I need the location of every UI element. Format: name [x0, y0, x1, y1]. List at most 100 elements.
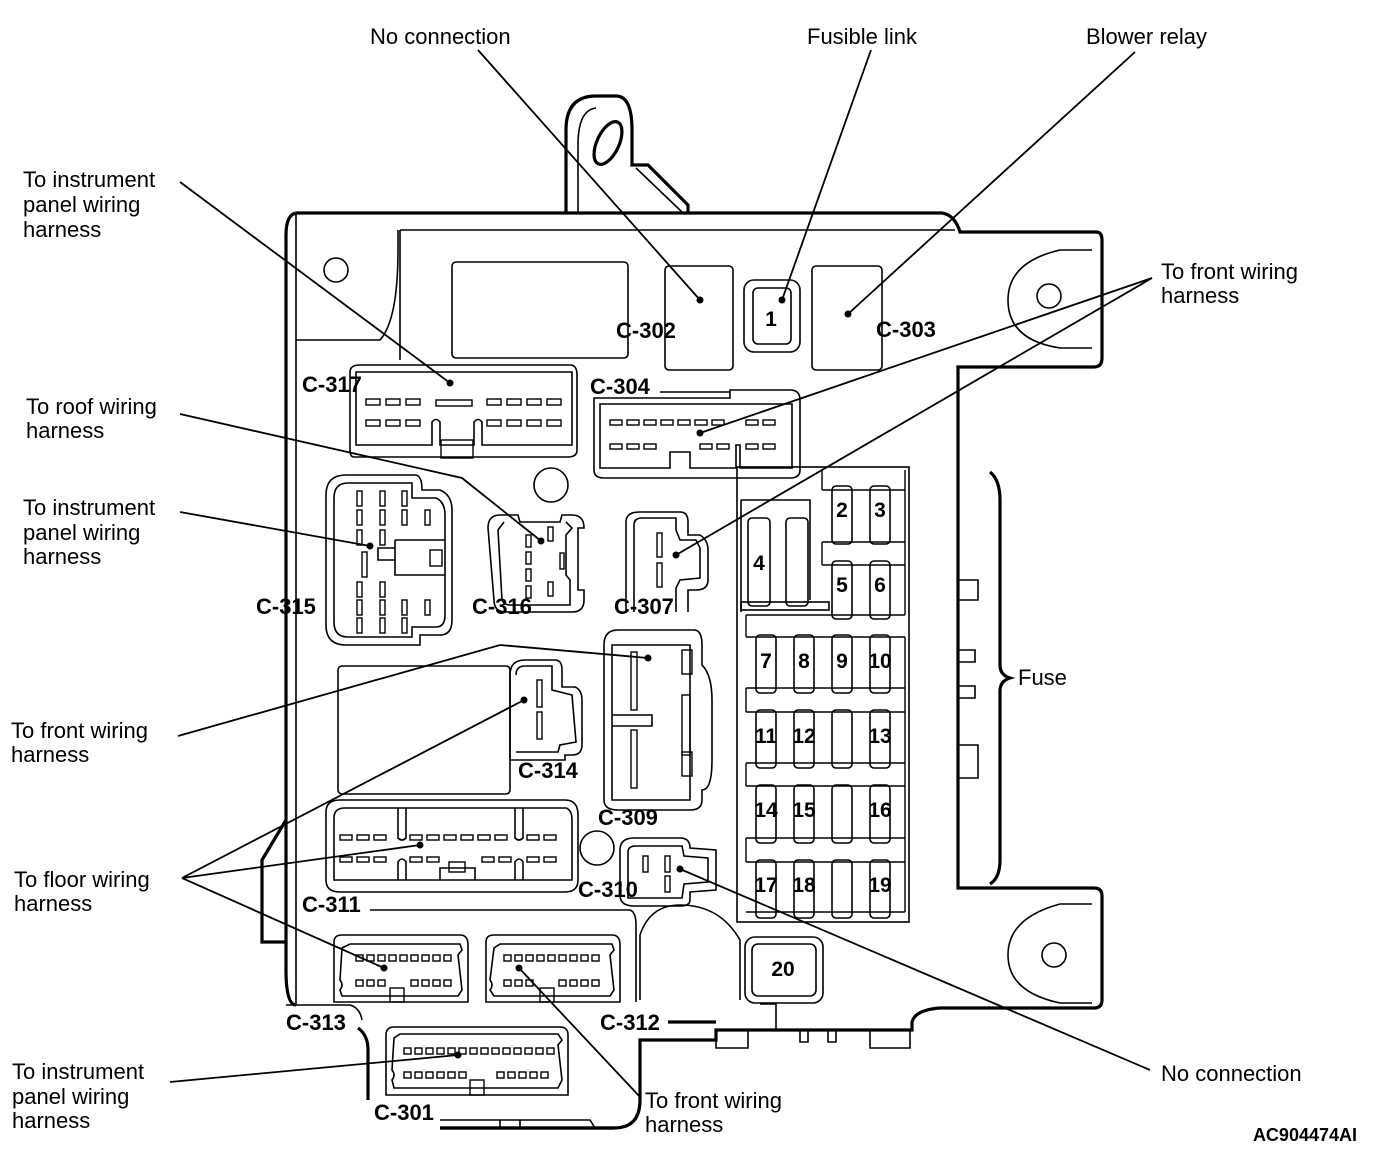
callout-line: To front wiring: [645, 1088, 782, 1113]
fuse-label-3: 3: [874, 499, 886, 522]
connector-label-c302: C-302: [616, 318, 676, 343]
fuse-20-body[interactable]: [751, 943, 817, 997]
fuse-spare-a[interactable]: [785, 517, 809, 607]
fuse-14-body[interactable]: [755, 784, 777, 844]
callout-blower-relay: Blower relay: [1086, 24, 1207, 49]
fuse-spare-d[interactable]: [831, 859, 853, 919]
fuse-label-13: 13: [868, 725, 891, 748]
callout-fuse: Fuse: [1018, 665, 1067, 690]
fuse-18-body[interactable]: [793, 859, 815, 919]
connector-c315[interactable]: [325, 474, 453, 646]
fuse-label-7: 7: [760, 650, 772, 673]
connector-c307[interactable]: [625, 511, 709, 612]
fuse-19-body[interactable]: [869, 859, 891, 919]
fuse-label-16: 16: [868, 799, 891, 822]
fuse-label-18: 18: [792, 874, 816, 897]
callout-roof-wiring: To roof wiring harness: [26, 394, 157, 443]
connector-label-c314: C-314: [518, 758, 579, 783]
fuse-label-2: 2: [836, 499, 848, 522]
c301-pins: [403, 1047, 555, 1079]
callout-line: To roof wiring: [26, 394, 157, 419]
fuse-block-frame: [736, 466, 910, 923]
connector-c316[interactable]: [487, 514, 585, 613]
fuse-15-body[interactable]: [793, 784, 815, 844]
fuse-label-4: 4: [753, 552, 765, 575]
fuse-label-9: 9: [836, 650, 848, 673]
fuse-block: [736, 466, 910, 1004]
fuse-8-body[interactable]: [793, 634, 815, 694]
callout-line: harness: [12, 1108, 90, 1133]
fuse-label-20: 20: [771, 958, 794, 981]
connector-c317[interactable]: [349, 364, 578, 459]
connector-label-c311: C-311: [302, 892, 361, 917]
callout-line: harness: [645, 1112, 723, 1137]
fuse-spare-b[interactable]: [831, 709, 853, 769]
fuse-label-1: 1: [765, 308, 777, 331]
fuse-spare-c[interactable]: [831, 784, 853, 844]
fuse-bracket: [988, 470, 1016, 886]
fuse-10-body[interactable]: [869, 634, 891, 694]
callout-fusible-link: Fusible link: [807, 24, 918, 49]
connector-label-c304: C-304: [590, 374, 651, 399]
fuse-label-10: 10: [868, 650, 891, 673]
connector-c314[interactable]: [337, 659, 583, 795]
callout-labels: No connection Fusible link Blower relay …: [11, 24, 1357, 1145]
callout-front-wiring-bottom: To front wiring harness: [645, 1088, 782, 1137]
callout-instrument-panel-c301: To instrument panel wiring harness: [12, 1059, 144, 1133]
connector-c302-body: [664, 265, 734, 371]
fuse-label-5: 5: [836, 574, 848, 597]
callout-floor-wiring: To floor wiring harness: [14, 867, 150, 916]
callout-line: panel wiring: [23, 520, 140, 545]
fuse-3-body[interactable]: [869, 485, 891, 545]
callout-line: harness: [11, 742, 89, 767]
callout-line: harness: [1161, 283, 1239, 308]
connector-label-c310: C-310: [578, 877, 638, 902]
fuse-label-14: 14: [754, 799, 778, 822]
fuse-2-body[interactable]: [831, 485, 853, 545]
fuse-20-outer: [744, 936, 824, 1004]
fuse-16-body[interactable]: [869, 784, 891, 844]
c315-pins: [356, 490, 431, 634]
fuse-6-body[interactable]: [869, 560, 891, 620]
fuse-9-body[interactable]: [831, 634, 853, 694]
fuse-5-body[interactable]: [831, 560, 853, 620]
connector-c313[interactable]: [333, 934, 469, 1003]
connector-label-c309: C-309: [598, 805, 658, 830]
c312-pins: [503, 954, 600, 987]
relay-bay-unused: [451, 261, 629, 359]
leader-lines: [169, 49, 1153, 1098]
reference-code: AC904474AI: [1253, 1125, 1357, 1145]
connector-c311[interactable]: [325, 799, 579, 893]
fusible-link-1-outer: [743, 279, 801, 353]
callout-instrument-panel-c315: To instrument panel wiring harness: [23, 495, 155, 569]
callout-line: To floor wiring: [14, 867, 150, 892]
connector-label-c303: C-303: [876, 317, 936, 342]
fuse-numbers: 1 2 3 4 5 6 7 8 9 10 11 12 13 14 15 16 1…: [753, 308, 892, 981]
callout-line: panel wiring: [12, 1084, 129, 1109]
connector-label-c317: C-317: [302, 372, 362, 397]
connector-c312[interactable]: [485, 934, 621, 1003]
connector-label-c307: C-307: [614, 594, 674, 619]
callout-no-connection-bottom: No connection: [1161, 1061, 1302, 1086]
fuse-label-11: 11: [755, 725, 778, 748]
callout-line: harness: [23, 217, 101, 242]
connector-c304[interactable]: [593, 389, 801, 479]
fuse-13-body[interactable]: [869, 709, 891, 769]
callout-line: To instrument: [23, 495, 155, 520]
fuse-12-body[interactable]: [793, 709, 815, 769]
fuse-17-body[interactable]: [755, 859, 777, 919]
fuse-4-body[interactable]: [747, 517, 771, 607]
callout-line: To instrument: [12, 1059, 144, 1084]
connector-c310[interactable]: [619, 837, 717, 907]
fuse-7-body[interactable]: [755, 634, 777, 694]
connector-c301[interactable]: [385, 1026, 614, 1130]
fuse-label-15: 15: [792, 799, 816, 822]
connector-c309[interactable]: [603, 629, 713, 811]
c317-pins: [365, 398, 562, 427]
callout-line: To front wiring: [1161, 259, 1298, 284]
callout-line: harness: [26, 418, 104, 443]
fuse-11-body[interactable]: [755, 709, 777, 769]
fusible-link-1-inner: [752, 287, 792, 345]
callout-line: panel wiring: [23, 192, 140, 217]
